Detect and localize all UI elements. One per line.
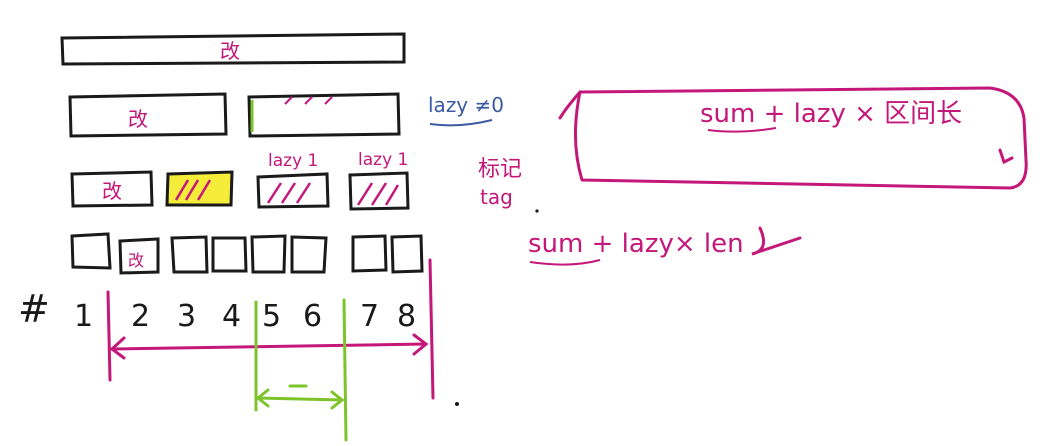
tag-cn-note: 标记	[478, 157, 522, 182]
level2-left-label: 改	[102, 179, 122, 203]
root-node-label: 改	[220, 39, 240, 63]
formula-len-underline	[529, 259, 601, 266]
leaf-box-2	[118, 237, 160, 275]
bubble-tail	[558, 90, 582, 120]
swoosh-arrow	[751, 226, 802, 256]
index-7: 7	[360, 299, 379, 334]
formula-box-text: sum + lazy × 区间长	[700, 99, 962, 129]
green-arrow-right-head	[330, 390, 345, 410]
range-left-bar	[106, 290, 112, 382]
lazy-underline	[429, 119, 493, 127]
tag-en-note: tag	[480, 185, 513, 209]
range-arrow-line	[110, 342, 428, 351]
leaf-box-4	[211, 236, 248, 273]
level2-box-4	[348, 171, 410, 211]
index-6: 6	[303, 299, 322, 334]
green-right-bar	[342, 298, 348, 442]
leaf-box-8	[390, 234, 424, 274]
bubble-mark	[998, 148, 1014, 165]
range-arrow-right-head	[412, 333, 429, 356]
sum-underline	[707, 127, 777, 133]
index-1: 1	[74, 299, 93, 334]
leaf-box-6	[290, 235, 328, 274]
level1-right-box	[247, 92, 401, 138]
query-range-magenta	[106, 258, 435, 400]
range-right-bar	[428, 258, 435, 400]
green-arrow-left-head	[255, 388, 270, 408]
modify-range-green	[254, 298, 348, 442]
leaf-box-7	[351, 234, 388, 273]
ink-dot-2	[535, 209, 539, 213]
tree-level-3-leaves	[70, 232, 424, 275]
lazy-not-zero-note: lazy ≠0	[428, 93, 504, 117]
index-8: 8	[397, 299, 416, 334]
ink-dot-1	[455, 402, 459, 406]
leaf-box-1	[70, 232, 112, 270]
formula-len-text: sum + lazy× len	[528, 229, 744, 259]
level2-lazy-label-b: lazy 1	[358, 150, 408, 170]
level1-right-hatch	[284, 96, 333, 105]
level1-left-label: 改	[128, 107, 148, 131]
root-node-box	[60, 32, 406, 66]
index-4: 4	[222, 299, 241, 334]
index-5: 5	[262, 299, 281, 334]
green-arrow-line	[256, 396, 344, 402]
tree-level-2	[70, 170, 410, 211]
level2-hatches	[174, 179, 400, 206]
level1-left-box	[68, 92, 228, 138]
leaf-box-5	[250, 234, 287, 274]
leaf-label: 改	[128, 251, 144, 270]
level2-box-3	[256, 172, 330, 209]
index-hash: #	[18, 287, 50, 331]
tree-level-1	[68, 92, 401, 138]
level2-box-1	[70, 170, 154, 208]
formula-bubble	[574, 86, 1028, 190]
range-arrow-left-head	[109, 336, 126, 360]
level2-box-2	[165, 170, 234, 207]
index-3: 3	[177, 299, 196, 334]
tree-level-0	[60, 32, 406, 66]
index-2: 2	[131, 299, 150, 334]
level2-lazy-label-a: lazy 1	[268, 151, 318, 171]
leaf-box-3	[170, 235, 209, 274]
